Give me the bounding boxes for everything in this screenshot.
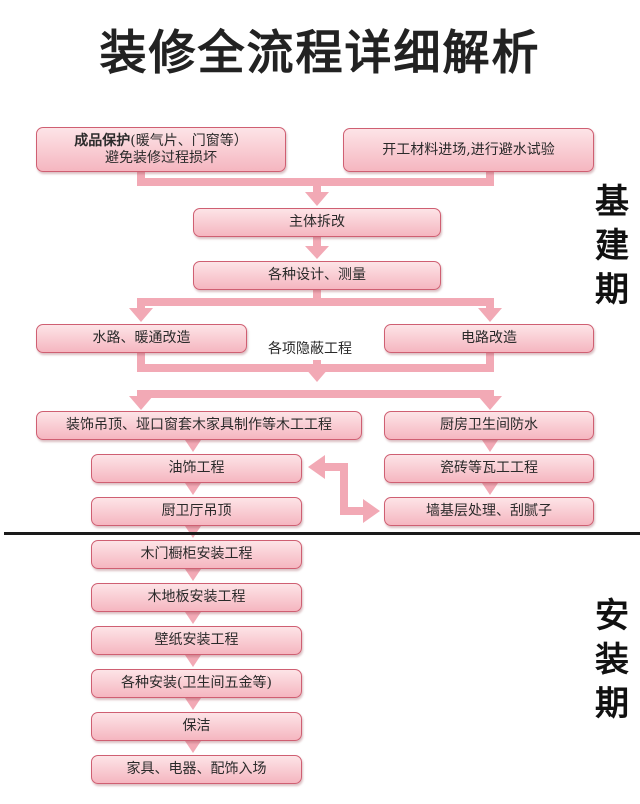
connector-line (313, 360, 321, 370)
connector-arrow (482, 483, 498, 495)
step-tile-label: 瓷砖等瓦工工程 (440, 460, 538, 476)
phase-installation-char: 期 (595, 684, 629, 724)
step-design-label: 各种设计、测量 (268, 267, 366, 283)
connector-arrow (185, 741, 201, 753)
page-title: 装修全流程详细解析 (99, 26, 541, 81)
connector-line (137, 390, 494, 398)
step-carpentry: 装饰吊顶、垭口窗套木家具制作等木工工程 (36, 411, 362, 440)
step-ceiling-label: 厨卫厅吊顶 (161, 503, 232, 519)
step-furniture-label: 家具、电器、配饰入场 (126, 761, 267, 777)
step-fixtures: 各种安装(卫生间五金等) (91, 669, 302, 698)
step-floor-label: 木地板安装工程 (147, 589, 246, 605)
connector-arrow (185, 655, 201, 667)
connector-line (313, 290, 321, 304)
step-paint: 油饰工程 (91, 454, 302, 483)
step-materials: 开工材料进场,进行避水试验 (343, 128, 594, 172)
connector-line (137, 298, 494, 306)
connector-line (486, 352, 494, 370)
step-waterproof-label: 厨房卫生间防水 (440, 417, 538, 433)
step-cleaning: 保洁 (91, 712, 302, 741)
step-protection-line2: 避免装修过程损坏 (105, 149, 217, 166)
step-protection-bold: 成品保护 (74, 132, 131, 149)
step-protection: 成品保护(暖气片、门窗等） 避免装修过程损坏 (36, 127, 286, 172)
step-design: 各种设计、测量 (193, 261, 441, 290)
connector-arrow (363, 499, 380, 523)
connector-arrow (482, 440, 498, 452)
connector-arrow (305, 246, 329, 259)
connector-arrow (185, 483, 201, 495)
step-wall-base-label: 墙基层处理、刮腻子 (426, 503, 552, 519)
step-demolition: 主体拆改 (193, 208, 441, 237)
connector-line (137, 352, 145, 370)
connector-arrow (308, 455, 325, 479)
connector-line (486, 390, 494, 398)
connector-line (486, 298, 494, 310)
phase-installation-char: 装 (595, 640, 629, 680)
step-paint-label: 油饰工程 (168, 460, 225, 476)
step-plumbing: 水路、暖通改造 (36, 324, 247, 353)
step-carpentry-label: 装饰吊顶、垭口窗套木家具制作等木工工程 (66, 417, 332, 433)
connector-arrow (185, 612, 201, 624)
phase-installation: 安 装 期 (592, 594, 632, 726)
connector-line (340, 507, 364, 515)
connector-line (340, 463, 348, 515)
step-demolition-label: 主体拆改 (289, 214, 345, 230)
connector-arrow (478, 308, 502, 322)
connector-arrow (305, 192, 329, 206)
connector-line (313, 236, 321, 248)
connector-arrow (129, 396, 153, 410)
step-ceiling: 厨卫厅吊顶 (91, 497, 302, 526)
hidden-works-label: 各项隐蔽工程 (268, 341, 352, 357)
step-protection-note: (暖气片、门窗等） (130, 132, 248, 149)
connector-arrow (305, 368, 329, 382)
connector-line (137, 298, 145, 310)
phase-construction-char: 期 (595, 270, 629, 310)
connector-arrow (185, 569, 201, 581)
phase-divider (4, 532, 640, 535)
connector-line (137, 390, 145, 398)
connector-line (313, 178, 321, 194)
phase-construction-char: 建 (595, 226, 629, 266)
phase-construction-char: 基 (595, 182, 629, 222)
step-wallpaper-label: 壁纸安装工程 (154, 632, 239, 648)
step-cabinet: 木门橱柜安装工程 (91, 540, 302, 569)
connector-arrow (478, 396, 502, 410)
step-plumbing-label: 水路、暖通改造 (92, 330, 191, 346)
step-cleaning-label: 保洁 (182, 718, 211, 734)
step-floor: 木地板安装工程 (91, 583, 302, 612)
phase-installation-char: 安 (595, 596, 629, 636)
step-materials-label: 开工材料进场,进行避水试验 (382, 141, 555, 158)
connector-line (324, 463, 348, 471)
connector-arrow (185, 440, 201, 452)
connector-arrow (129, 308, 153, 322)
step-furniture: 家具、电器、配饰入场 (91, 755, 302, 784)
step-wallpaper: 壁纸安装工程 (91, 626, 302, 655)
step-tile: 瓷砖等瓦工工程 (384, 454, 594, 483)
step-electrical: 电路改造 (384, 324, 594, 353)
step-electrical-label: 电路改造 (461, 330, 517, 346)
connector-arrow (185, 698, 201, 710)
step-cabinet-label: 木门橱柜安装工程 (140, 546, 253, 562)
phase-construction: 基 建 期 (592, 180, 632, 312)
step-fixtures-label: 各种安装(卫生间五金等) (121, 675, 272, 691)
step-wall-base: 墙基层处理、刮腻子 (384, 497, 594, 526)
step-waterproof: 厨房卫生间防水 (384, 411, 594, 440)
